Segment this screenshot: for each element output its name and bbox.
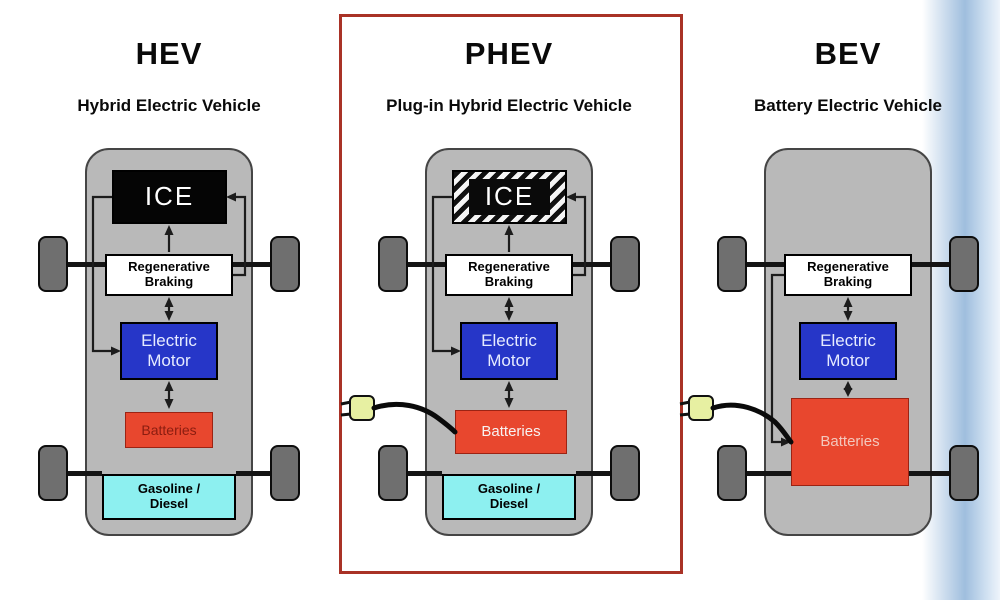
phev-vehicle-diagram: ICE Regenerative Braking Electric Motor … [340,148,640,538]
bev-regen-label: Regenerative Braking [807,259,889,289]
phev-ice-box: ICE [452,170,567,224]
wheel-rear-left [378,445,408,501]
hev-full-name: Hybrid Electric Vehicle [77,96,261,115]
hev-ice-label: ICE [144,181,195,212]
front-axle-right [573,262,610,267]
phev-fuel-label: Gasoline / Diesel [477,481,541,511]
wheel-front-right [270,236,300,292]
hev-heading: HEV Hybrid Electric Vehicle [19,36,319,116]
front-axle-right [233,262,270,267]
wheel-front-left [378,236,408,292]
hev-motor-label: Electric Motor [141,331,197,370]
hev-electric-motor-box: Electric Motor [120,322,218,380]
bev-heading: BEV Battery Electric Vehicle [698,36,998,116]
phev-regenerative-braking-box: Regenerative Braking [445,254,573,296]
wheel-rear-right [610,445,640,501]
phev-batteries-label: Batteries [481,423,541,441]
rear-axle-right [236,471,270,476]
front-axle-left [406,262,445,267]
phev-highlight-frame [339,14,683,574]
rear-axle-left [66,471,102,476]
bev-batteries-box: Batteries [791,398,909,486]
wheel-rear-left [717,445,747,501]
wheel-front-left [717,236,747,292]
front-axle-left [66,262,105,267]
phev-full-name: Plug-in Hybrid Electric Vehicle [386,96,632,115]
wheel-rear-left [38,445,68,501]
front-axle-left [745,262,784,267]
bev-full-name: Battery Electric Vehicle [753,96,943,115]
phev-acronym: PHEV [464,36,554,71]
rear-axle-left [406,471,442,476]
rear-axle-right [576,471,610,476]
phev-heading: PHEV Plug-in Hybrid Electric Vehicle [359,36,659,116]
hev-batteries-box: Batteries [125,412,213,448]
hev-acronym: HEV [135,36,203,71]
hev-regen-label: Regenerative Braking [128,259,210,289]
hev-ice-box: ICE [112,170,227,224]
wheel-front-right [610,236,640,292]
bev-batteries-label: Batteries [820,433,880,451]
bev-vehicle-diagram: Regenerative Braking Electric Motor Batt… [679,148,979,538]
phev-electric-motor-box: Electric Motor [460,322,558,380]
front-axle-right [912,262,949,267]
hev-batteries-label: Batteries [141,421,197,438]
hev-regenerative-braking-box: Regenerative Braking [105,254,233,296]
hev-vehicle-diagram: ICE Regenerative Braking Electric Motor … [38,148,300,538]
phev-batteries-box: Batteries [455,410,567,454]
rear-axle-left [745,471,791,476]
wheel-rear-right [270,445,300,501]
wheel-rear-right [949,445,979,501]
bev-motor-label: Electric Motor [820,331,876,370]
phev-fuel-tank-box: Gasoline / Diesel [442,474,576,520]
phev-motor-label: Electric Motor [481,331,537,370]
wheel-front-left [38,236,68,292]
bev-electric-motor-box: Electric Motor [799,322,897,380]
phev-regen-label: Regenerative Braking [468,259,550,289]
bev-regenerative-braking-box: Regenerative Braking [784,254,912,296]
phev-ice-label: ICE [468,179,551,215]
rear-axle-right [909,471,949,476]
hev-fuel-label: Gasoline / Diesel [137,481,201,511]
wheel-front-right [949,236,979,292]
bev-acronym: BEV [814,36,882,71]
hev-fuel-tank-box: Gasoline / Diesel [102,474,236,520]
